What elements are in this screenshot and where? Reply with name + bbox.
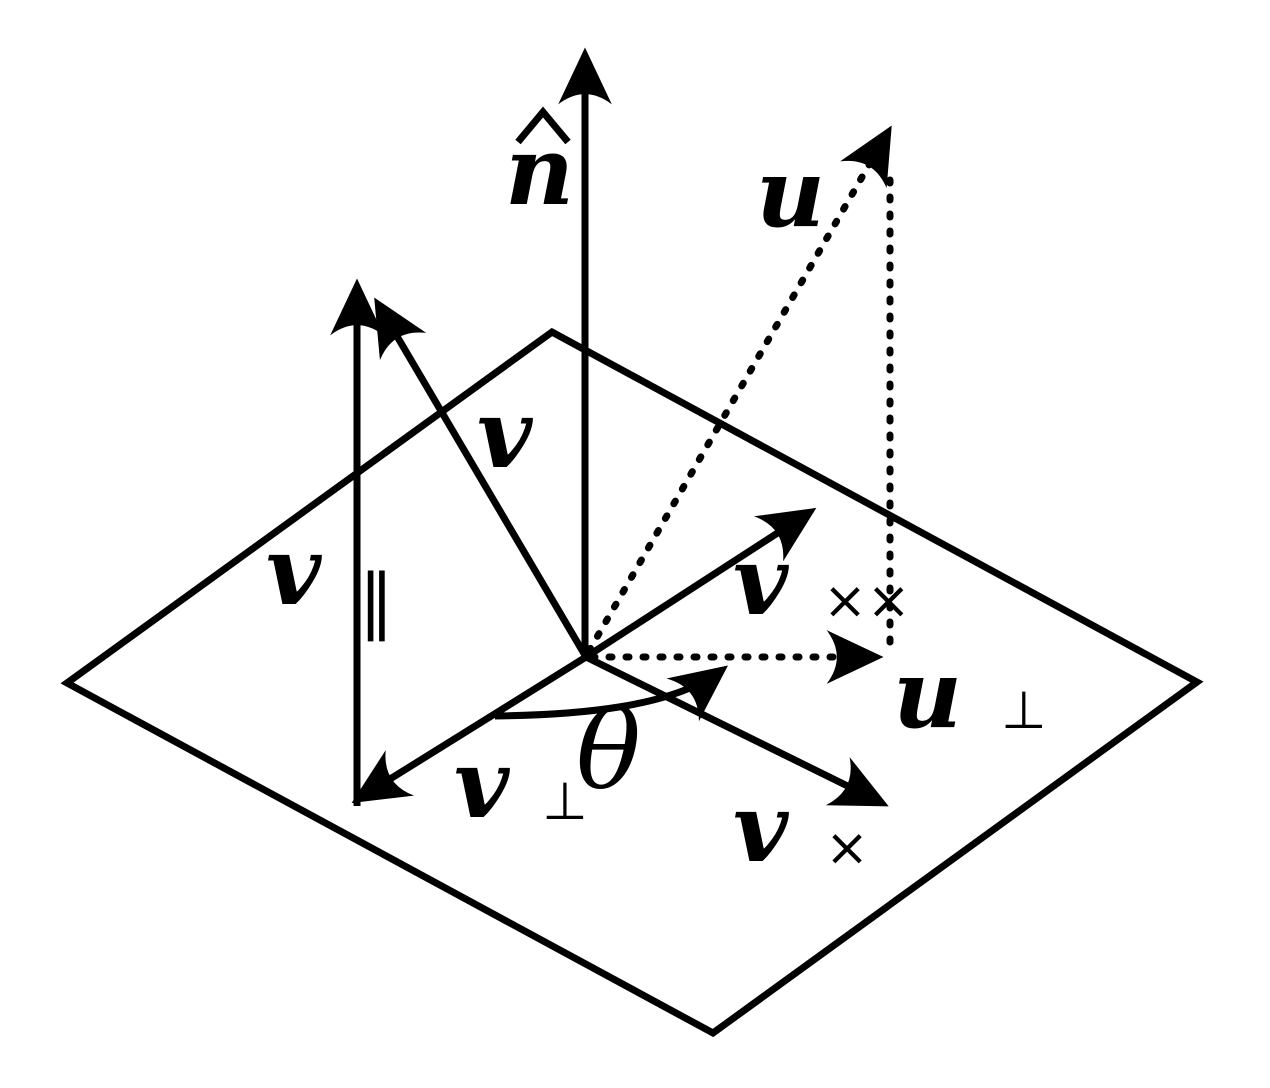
v-cross-cross-label: v ××	[733, 526, 910, 637]
v-perp-arrow	[351, 654, 588, 803]
v-label: v	[477, 379, 534, 490]
v-cross-label: v ×	[733, 773, 869, 884]
u-label: u	[756, 138, 825, 249]
n-hat-label: n	[505, 116, 574, 227]
u-perp-label: u ⊥	[893, 639, 1046, 750]
n-hat-circumflex	[515, 106, 571, 145]
v-cross-arrow	[584, 653, 889, 807]
theta-label: θ	[576, 689, 641, 814]
v-parallel-label: v ∥	[266, 516, 394, 643]
v-vector-arrow	[374, 297, 590, 659]
theta-arc-arrow	[494, 665, 728, 722]
u-vector-dotted-arrow	[585, 125, 892, 655]
rotation-plane	[60, 327, 1204, 1038]
v-perp-label: v ⊥	[454, 729, 588, 840]
v-cross-cross-arrow	[584, 507, 817, 660]
